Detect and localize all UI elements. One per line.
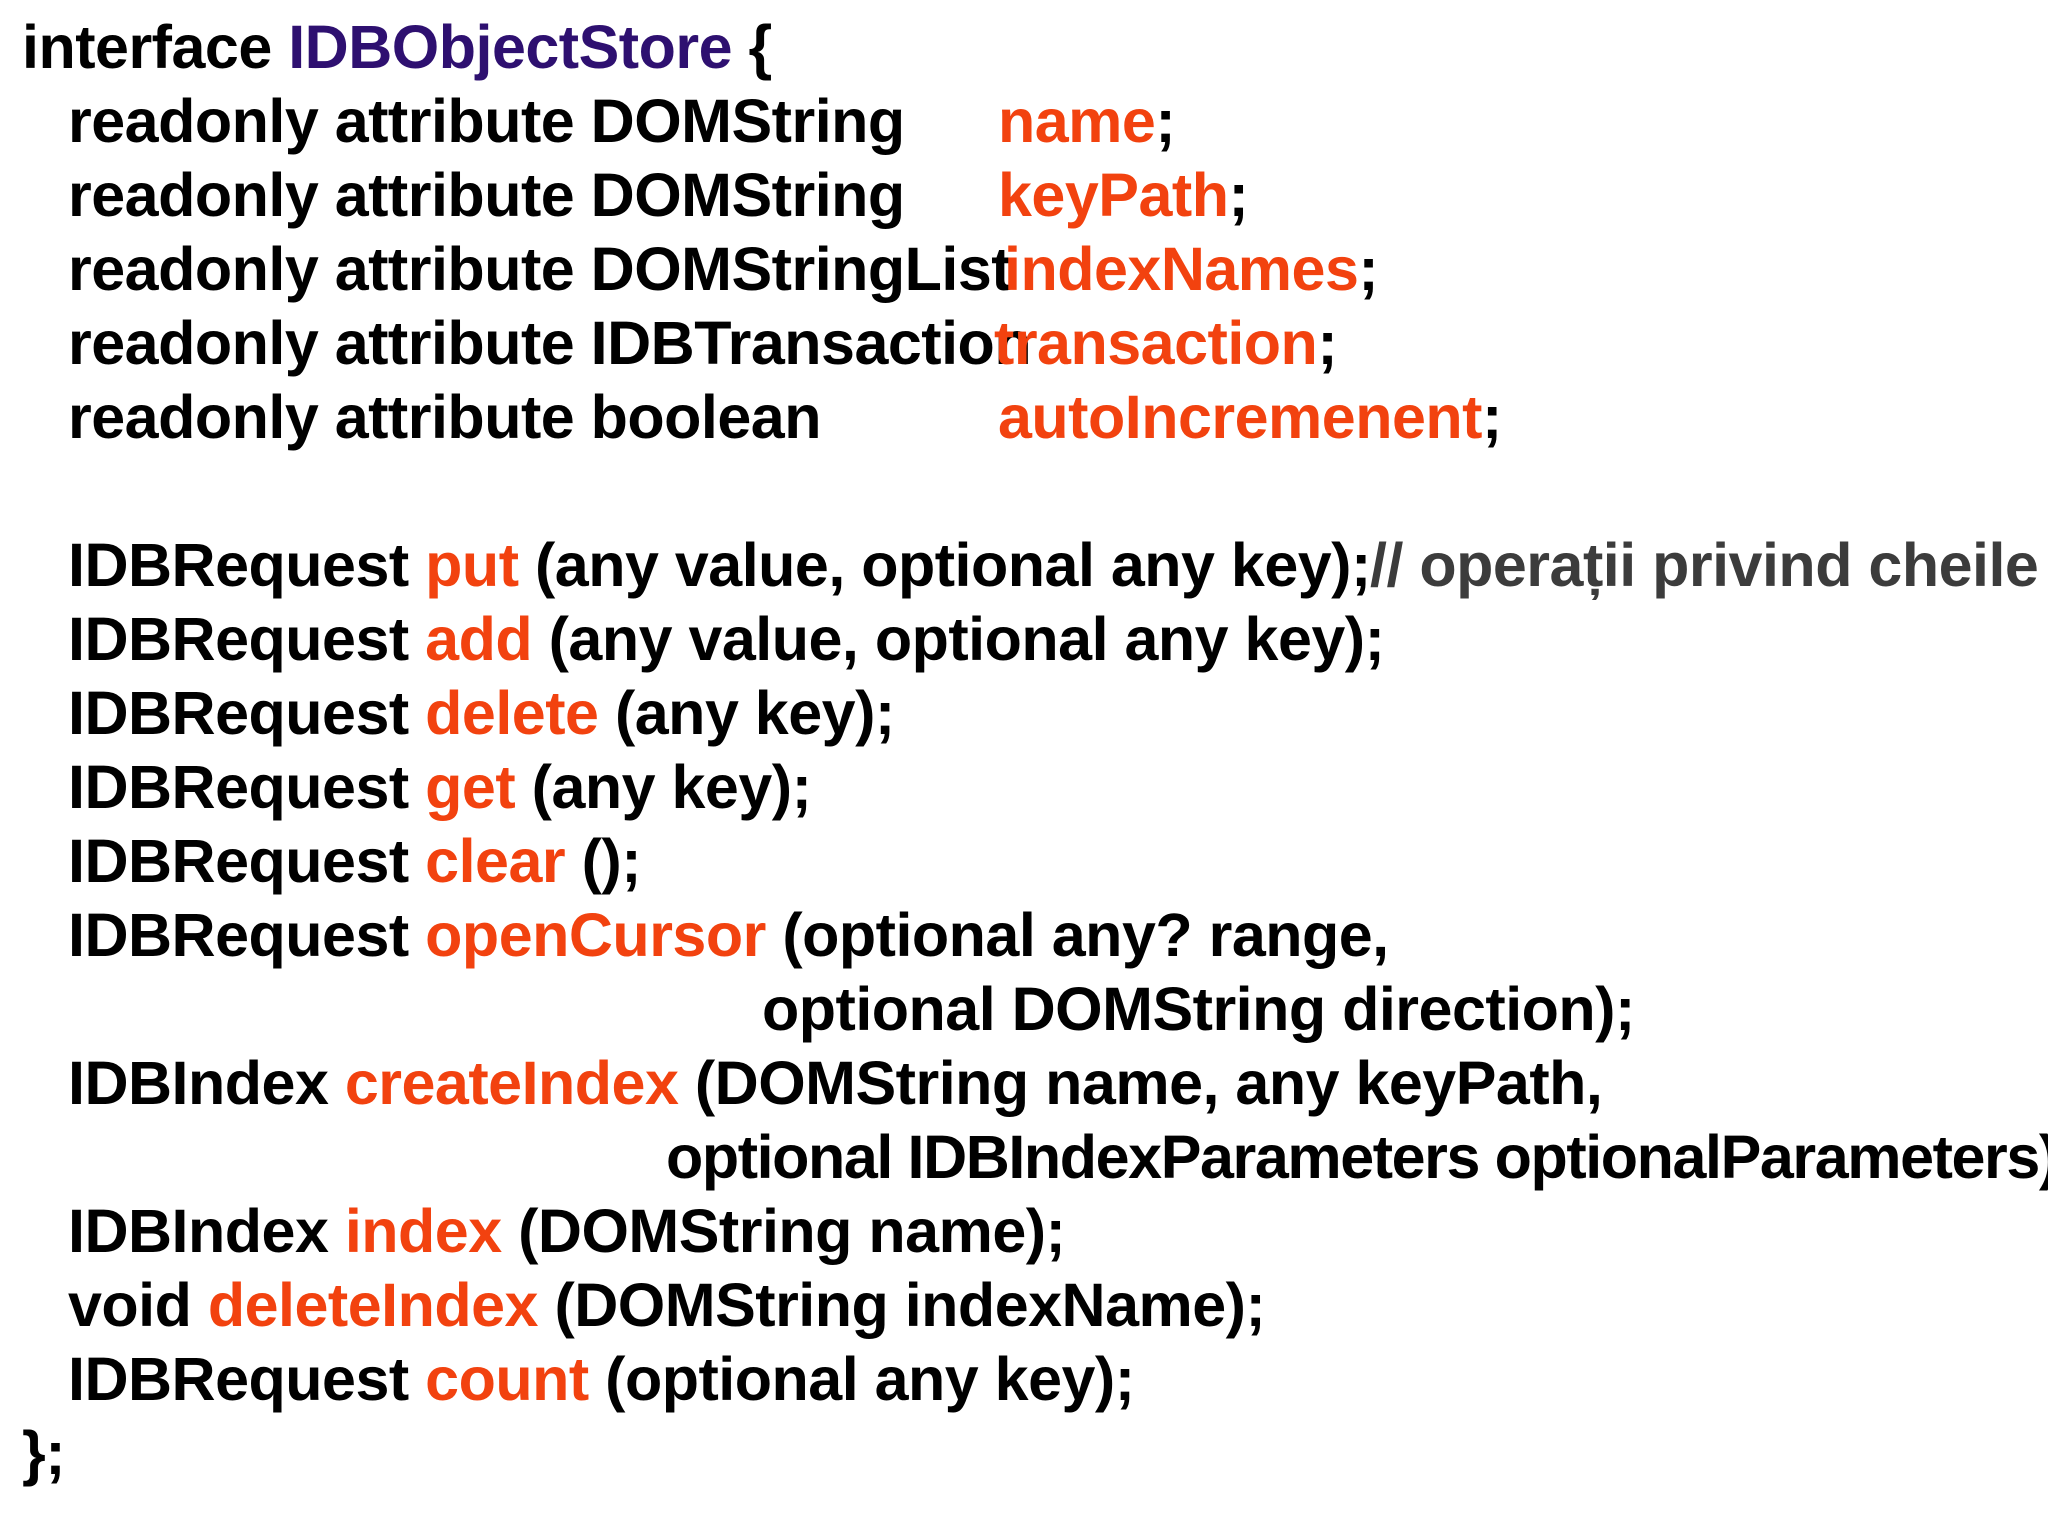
- method-return-type: IDBRequest: [68, 753, 409, 821]
- method-line-count: IDBRequest count (optional any key);: [68, 1342, 1135, 1416]
- semicolon: ;: [1228, 161, 1249, 229]
- attribute-name-wrap: indexNames;: [1004, 232, 1379, 306]
- open-brace: {: [748, 13, 773, 81]
- method-name: deleteIndex: [207, 1271, 539, 1339]
- attribute-name: indexNames: [1004, 235, 1359, 303]
- attribute-name-wrap: name;: [998, 84, 1176, 158]
- interface-keyword: interface: [22, 13, 272, 81]
- method-name: put: [425, 531, 519, 599]
- semicolon: ;: [1358, 235, 1379, 303]
- method-args: optional IDBIndexParameters optionalPara…: [666, 1123, 2048, 1191]
- method-line-index: IDBIndex index (DOMString name);: [68, 1194, 1066, 1268]
- method-return-type: IDBIndex: [68, 1049, 329, 1117]
- method-line-add: IDBRequest add (any value, optional any …: [68, 602, 1385, 676]
- method-name: get: [425, 753, 516, 821]
- method-line-get: IDBRequest get (any key);: [68, 750, 812, 824]
- interface-declaration: interface IDBObjectStore {: [22, 10, 772, 84]
- method-return-type: IDBRequest: [68, 605, 409, 673]
- method-return-type: IDBRequest: [68, 531, 409, 599]
- attribute-line-autoincrement: readonly attribute boolean autoIncremene…: [68, 380, 1968, 454]
- method-args: (DOMString indexName);: [554, 1271, 1266, 1339]
- method-args-continuation: optional IDBIndexParameters optionalPara…: [666, 1120, 2048, 1194]
- attribute-name-wrap: transaction;: [994, 306, 1338, 380]
- attribute-line-keypath: readonly attribute DOMString keyPath;: [68, 158, 1968, 232]
- method-return-type: void: [68, 1271, 192, 1339]
- method-line-deleteindex: void deleteIndex (DOMString indexName);: [68, 1268, 1266, 1342]
- method-args: (optional any? range,: [782, 901, 1389, 969]
- method-return-type: IDBRequest: [68, 827, 409, 895]
- closing-brace: };: [22, 1419, 66, 1487]
- method-line-delete: IDBRequest delete (any key);: [68, 676, 895, 750]
- method-name: count: [425, 1345, 589, 1413]
- method-return-type: IDBRequest: [68, 1345, 409, 1413]
- attribute-type: readonly attribute DOMStringList: [68, 235, 1012, 303]
- method-args: (DOMString name);: [518, 1197, 1066, 1265]
- method-args: (any key);: [531, 753, 812, 821]
- method-line-createindex: IDBIndex createIndex (DOMString name, an…: [68, 1046, 1603, 1120]
- attribute-type: readonly attribute boolean: [68, 383, 822, 451]
- method-return-type: IDBRequest: [68, 901, 409, 969]
- attribute-line-indexnames: readonly attribute DOMStringList indexNa…: [68, 232, 1968, 306]
- attribute-name: transaction: [994, 309, 1318, 377]
- attribute-name-wrap: autoIncremenent;: [998, 380, 1502, 454]
- attribute-name: name: [998, 87, 1156, 155]
- method-args: (any value, optional any key);: [548, 605, 1385, 673]
- method-args: (any key);: [614, 679, 895, 747]
- method-args: (DOMString name, any keyPath,: [694, 1049, 1603, 1117]
- attribute-line-transaction: readonly attribute IDBTransaction transa…: [68, 306, 1968, 380]
- method-args: (optional any key);: [605, 1345, 1135, 1413]
- method-name: clear: [425, 827, 566, 895]
- code-comment: // operații privind cheile: [1370, 531, 2039, 599]
- method-line-opencursor: IDBRequest openCursor (optional any? ran…: [68, 898, 1389, 972]
- method-name: delete: [425, 679, 599, 747]
- attribute-name-wrap: keyPath;: [998, 158, 1249, 232]
- method-line-clear: IDBRequest clear ();: [68, 824, 642, 898]
- method-args: optional DOMString direction);: [762, 975, 1635, 1043]
- method-name: openCursor: [425, 901, 766, 969]
- attribute-type: readonly attribute IDBTransaction: [68, 309, 1032, 377]
- attribute-type: readonly attribute DOMString: [68, 161, 905, 229]
- method-args: ();: [581, 827, 642, 895]
- method-return-type: IDBIndex: [68, 1197, 329, 1265]
- semicolon: ;: [1317, 309, 1338, 377]
- semicolon: ;: [1482, 383, 1502, 451]
- method-name: add: [425, 605, 533, 673]
- semicolon: ;: [1155, 87, 1176, 155]
- attribute-name: autoIncremenent: [998, 383, 1483, 451]
- method-name: createIndex: [344, 1049, 679, 1117]
- attribute-type: readonly attribute DOMString: [68, 87, 905, 155]
- method-name: index: [344, 1197, 502, 1265]
- method-line-put: IDBRequest put (any value, optional any …: [68, 528, 2039, 602]
- method-args: (any value, optional any key);: [534, 531, 1371, 599]
- interface-name: IDBObjectStore: [288, 13, 733, 81]
- attribute-line-name: readonly attribute DOMString name;: [68, 84, 1968, 158]
- method-return-type: IDBRequest: [68, 679, 409, 747]
- attribute-name: keyPath: [998, 161, 1229, 229]
- method-args-continuation: optional DOMString direction);: [762, 972, 1635, 1046]
